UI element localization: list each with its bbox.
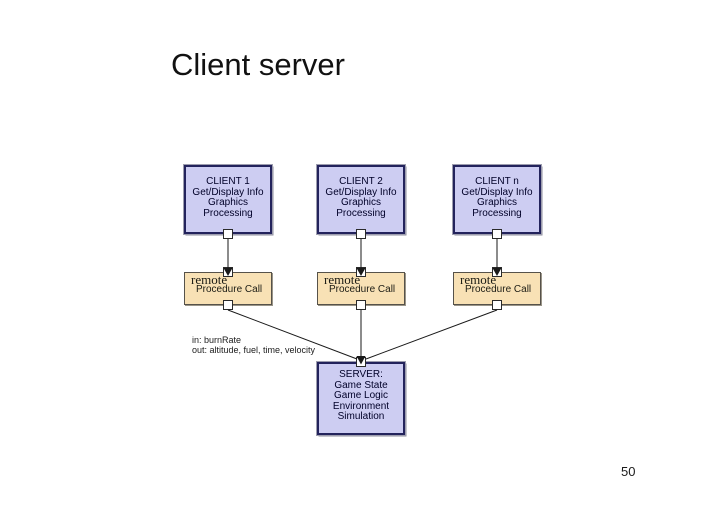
rpc-1-box: remote Procedure Call	[184, 272, 272, 305]
server-line: Game Logic	[334, 390, 388, 401]
server-line: Game State	[334, 379, 388, 391]
rpc-1-call-label: Procedure Call	[196, 284, 263, 295]
annotation-in: in: burnRate	[192, 335, 242, 345]
client-2-box: CLIENT 2 Get/Display Info Graphics Proce…	[316, 164, 406, 235]
server-title: SERVER:	[339, 369, 383, 380]
client-1-line: Graphics	[207, 197, 248, 208]
client-n-box: CLIENT n Get/Display Info Graphics Proce…	[452, 164, 542, 235]
rpc-2-remote-label: remote	[324, 272, 361, 287]
client-2-line: Processing	[336, 207, 386, 219]
client-1-line: Get/Display Info	[192, 186, 264, 198]
connector-port	[223, 300, 233, 310]
rpc3-to-server-line	[365, 309, 498, 360]
client-2-line: Get/Display Info	[325, 186, 397, 198]
connector-port	[223, 267, 233, 277]
connector-port	[492, 229, 502, 239]
connector-port	[356, 229, 366, 239]
rpc-3-remote-label: remote	[460, 272, 497, 287]
connector-port	[223, 229, 233, 239]
connector-port	[356, 267, 366, 277]
client-1-title: CLIENT 1	[206, 176, 250, 187]
annotation-out: out: altitude, fuel, time, velocity	[192, 344, 316, 355]
client-n-title: CLIENT n	[475, 176, 519, 187]
rpc-1-remote-label: remote	[191, 272, 228, 287]
rpc-2-call-label: Procedure Call	[329, 284, 396, 295]
connector-port	[492, 267, 502, 277]
connector-port	[356, 300, 366, 310]
slide-title: Client server	[171, 47, 345, 82]
connector-port	[356, 357, 366, 367]
server-line: Environment	[332, 400, 390, 412]
client-n-line: Graphics	[476, 197, 517, 208]
client-1-box: CLIENT 1 Get/Display Info Graphics Proce…	[183, 164, 273, 235]
io-annotation: in: burnRate out: altitude, fuel, time, …	[192, 335, 316, 355]
rpc-3-call-label: Procedure Call	[465, 284, 532, 295]
server-box: SERVER: Game State Game Logic Environmen…	[316, 361, 406, 436]
server-line: Simulation	[337, 411, 385, 422]
client-1-line: Processing	[203, 207, 253, 219]
client-n-line: Processing	[472, 207, 522, 219]
client-2-title: CLIENT 2	[339, 176, 383, 187]
page-number: 50	[621, 464, 636, 479]
client-2-line: Graphics	[340, 197, 381, 208]
connector-port	[492, 300, 502, 310]
client-n-line: Get/Display Info	[461, 186, 533, 198]
